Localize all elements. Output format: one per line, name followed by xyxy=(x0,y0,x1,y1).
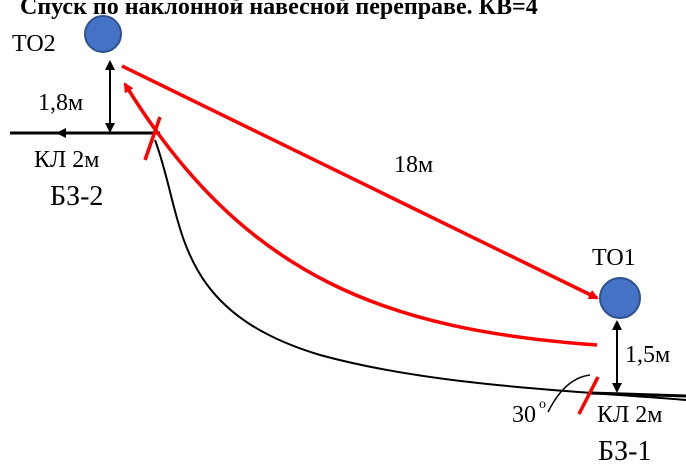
bz2-label: БЗ-2 xyxy=(50,181,103,212)
node-to1-label: ТО1 xyxy=(592,245,636,271)
height-to1-label: 1,5м xyxy=(625,342,670,368)
degree-sign: о xyxy=(539,397,546,412)
terrain-slope-line xyxy=(154,139,686,401)
node-to2-label: ТО2 xyxy=(12,31,56,57)
bz1-label: БЗ-1 xyxy=(598,436,651,466)
anchor-mark-bz2 xyxy=(143,116,162,161)
angle-arc xyxy=(547,374,591,413)
height-to2-label: 1,8м xyxy=(38,90,83,116)
node-to1 xyxy=(599,277,641,319)
angle-label: 30 xyxy=(512,402,536,428)
node-to2 xyxy=(84,15,122,53)
rope-return xyxy=(123,82,598,347)
rope-descent xyxy=(121,64,599,300)
anchor-mark-bz1 xyxy=(577,376,600,415)
kl-right-label: КЛ 2м xyxy=(597,402,662,428)
ground-line-right xyxy=(589,391,686,398)
span-length-label: 18м xyxy=(394,152,433,178)
kl-left-label: КЛ 2м xyxy=(34,147,99,173)
diagram-title: Спуск по наклонной навесной переправе. К… xyxy=(20,0,538,20)
